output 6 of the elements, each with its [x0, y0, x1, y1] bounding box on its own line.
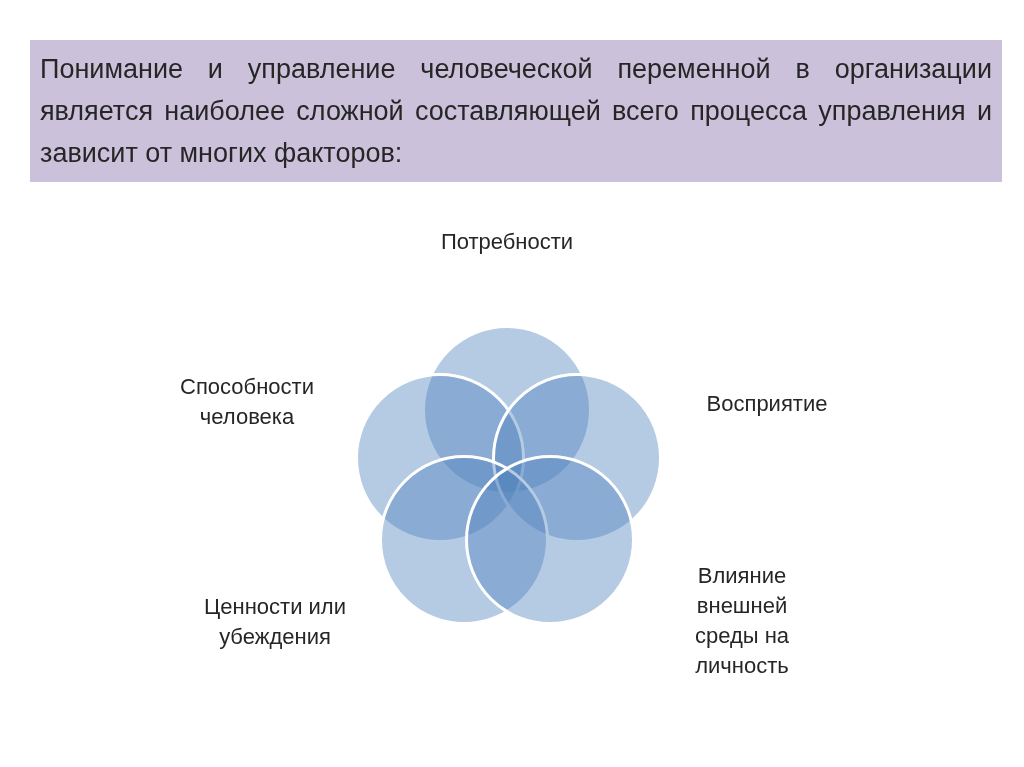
title-text: Понимание и управление человеческой переменной в организации является наиболее сложной составляющей всего процесса управления и зависит от многих факторов: [40, 53, 992, 170]
circle-label: Ценности или убеждения [203, 593, 347, 651]
circle-label: Восприятие [706, 390, 828, 418]
circle-label: Потребности [440, 228, 574, 256]
circle-label: Способности человека [179, 373, 315, 431]
circle-label: Влияние внешней среды на личность [693, 562, 791, 680]
